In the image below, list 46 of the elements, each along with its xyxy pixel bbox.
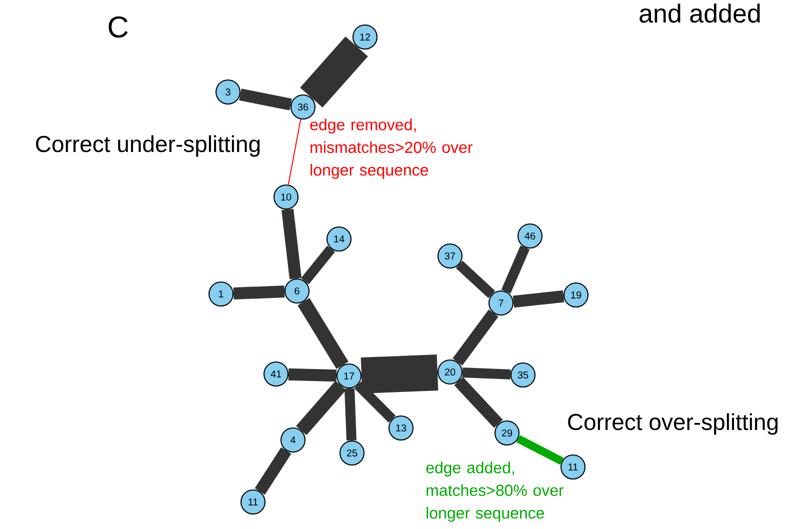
graph-node: 37 bbox=[437, 243, 463, 269]
graph-node: 36 bbox=[290, 94, 316, 120]
graph-node: 11 bbox=[560, 454, 586, 480]
edge bbox=[300, 246, 336, 284]
edge bbox=[462, 368, 511, 380]
edge bbox=[354, 381, 396, 423]
graph-node: 12 bbox=[352, 24, 378, 50]
graph-node: 3 bbox=[215, 79, 241, 105]
annotation-text: Correct under-splitting bbox=[36, 135, 260, 157]
graph-node: 6 bbox=[284, 278, 310, 304]
panel-letter: C bbox=[108, 16, 128, 38]
edge bbox=[233, 286, 285, 300]
graph-node: 17 bbox=[336, 363, 362, 389]
edge bbox=[456, 260, 496, 298]
edge bbox=[296, 380, 346, 436]
edge bbox=[454, 377, 503, 428]
graph-node: 25 bbox=[339, 440, 365, 466]
edge bbox=[288, 368, 337, 382]
edge bbox=[344, 388, 357, 441]
graph-node: 35 bbox=[510, 362, 536, 388]
graph-node: 19 bbox=[563, 282, 589, 308]
edge bbox=[516, 435, 564, 465]
edge bbox=[360, 354, 438, 394]
graph-node: 13 bbox=[388, 415, 414, 441]
edge-label: edge removed, mismatches>20% over longer sequence bbox=[310, 118, 472, 179]
graph-node: 11 bbox=[240, 489, 266, 515]
graph-node: 29 bbox=[494, 420, 520, 446]
graph-node: 20 bbox=[437, 359, 463, 385]
annotation-text: and added bbox=[640, 4, 760, 23]
graph-node: 10 bbox=[273, 184, 299, 210]
graph-node: 46 bbox=[517, 223, 543, 249]
edge bbox=[512, 290, 564, 308]
annotation-text: Correct over-splitting bbox=[568, 413, 778, 435]
edge bbox=[282, 208, 302, 280]
edge bbox=[452, 310, 498, 366]
edge bbox=[288, 118, 302, 186]
edge bbox=[254, 447, 292, 495]
edge bbox=[501, 246, 530, 294]
graph-node: 7 bbox=[488, 290, 514, 316]
edge bbox=[298, 298, 348, 369]
graph-node: 4 bbox=[280, 427, 306, 453]
graph-node: 1 bbox=[208, 281, 234, 307]
edge bbox=[300, 36, 368, 108]
graph-node: 14 bbox=[326, 226, 352, 252]
graph-node: 41 bbox=[263, 361, 289, 387]
edge bbox=[239, 88, 292, 110]
